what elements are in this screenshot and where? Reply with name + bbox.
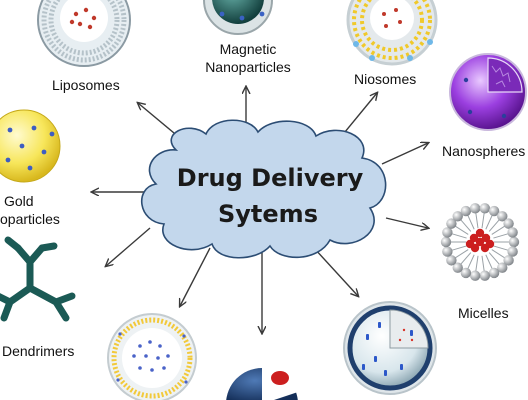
micelle-tail [491,249,506,259]
micelle-bead [479,270,491,281]
dendrimer-illustration [0,236,76,322]
label-liposomes: Liposomes [52,77,120,93]
micelle-tail [485,254,493,270]
micelle-bead [469,203,481,214]
label-magnetic-line2: Nanoparticles [205,59,291,75]
micelle-tail [451,245,467,251]
micelle-bead [442,227,453,238]
micelle-bead [479,203,491,214]
bottom-right-nanocapsule-illustration [343,301,437,395]
micelle-tail [454,249,469,259]
micelle-illustration [440,203,520,281]
arrow-to-liposomes [138,103,181,139]
center-title-line1: Drug Delivery [177,164,364,192]
micelle-tail [475,255,479,272]
micelle-bead [503,218,514,229]
arrows [92,87,428,333]
micelle-tail [454,225,469,235]
micelle-bead [497,211,508,222]
niosome-illustration [346,0,438,66]
micelle-drug-core [469,233,479,243]
micelle-tail [488,219,501,232]
micelle-tail [493,233,509,239]
micelle-bead [497,262,508,273]
bottom-left-liposome-illustration [107,313,197,400]
label-magnetic-line1: Magnetic [219,41,277,57]
arrow-to-micelles [385,217,428,228]
micelle-bead [488,205,500,217]
nanosphere-illustration [449,53,527,131]
label-gold-line2: oparticles [0,211,60,227]
micelle-bead [446,218,457,229]
micelle-tail [467,254,475,270]
arrow-to-bottom-left [180,247,211,306]
micelle-tail [485,214,493,230]
bottom-center-capsule-illustration [226,366,298,400]
arrow-to-dendrimers [106,227,151,266]
micelle-tail [475,212,479,229]
arrow-to-nanospheres [381,143,428,165]
micelle-bead [452,262,463,273]
micelle-tail [467,214,475,230]
label-nanospheres: Nanospheres [442,143,526,159]
label-micelles: Micelles [458,305,509,321]
micelle-bead [452,211,463,222]
center-title-line2: Sytems [218,200,318,228]
micelle-tail [481,255,485,272]
micelle-bead [507,227,518,238]
center-cloud: Drug Delivery Sytems [141,119,387,259]
micelle-bead [460,205,472,217]
micelle-bead [460,267,472,279]
micelle-tail [459,252,472,265]
micelle-tail [493,245,509,251]
micelle-bead [503,255,514,266]
micelle-bead [440,236,452,248]
label-dendrimers: Dendrimers [2,343,75,359]
micelle-bead [508,236,520,248]
label-gold-line1: Gold [4,193,34,209]
micelle-bead [446,255,457,266]
micelle-tail [459,219,472,232]
micelle-tail [488,252,501,265]
magnetic-nanoparticle-illustration [203,0,273,35]
micelle-tail [451,233,467,239]
micelle-bead [507,246,518,257]
arrow-to-bottom-right [313,247,358,296]
micelle-bead [442,246,453,257]
micelle-tail [481,212,485,229]
micelle-tail [491,225,506,235]
label-niosomes: Niosomes [354,71,417,87]
cloud-shape [141,119,387,259]
micelle-bead [469,270,481,281]
micelle-drug-core [465,239,475,249]
micelle-drug-core [485,239,495,249]
liposome-illustration [37,0,131,67]
micelle-drug-core [475,228,485,238]
micelle-drug-core [481,233,491,243]
micelle-drug-core [475,237,485,247]
arrow-to-niosomes [339,93,377,139]
micelle-bead [488,267,500,279]
gold-nanoparticle-illustration [0,109,61,183]
